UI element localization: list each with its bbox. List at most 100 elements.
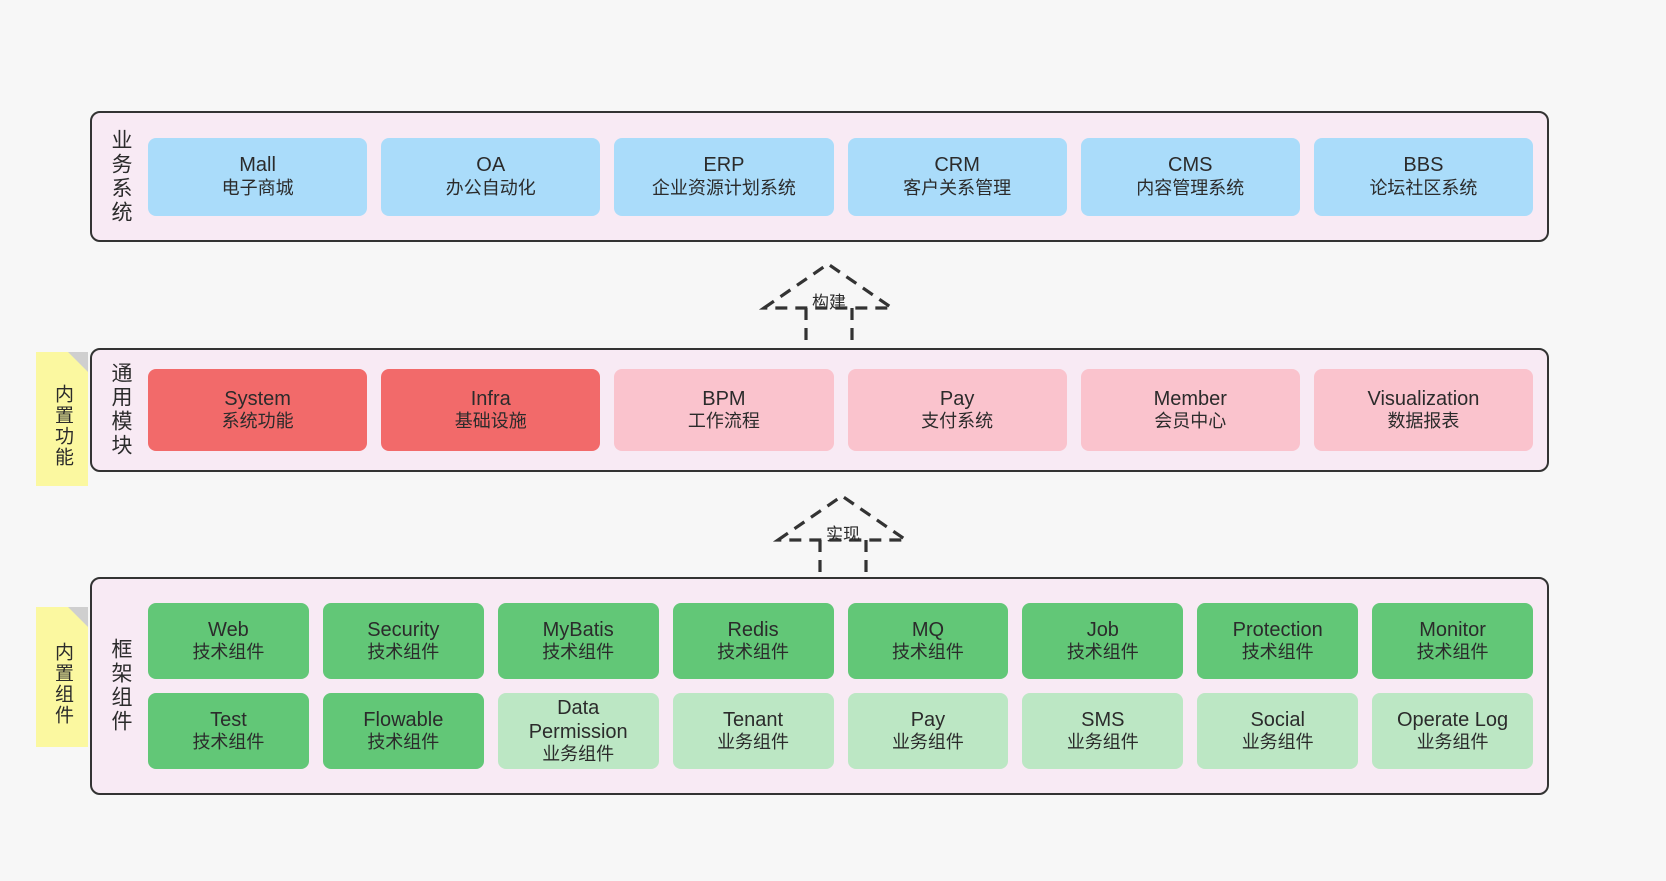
card-protection[interactable]: Protection 技术组件 bbox=[1197, 603, 1359, 679]
card-subtitle: 技术组件 bbox=[367, 732, 440, 753]
card-bbs[interactable]: BBS 论坛社区系统 bbox=[1313, 137, 1534, 216]
card-redis[interactable]: Redis 技术组件 bbox=[672, 603, 834, 679]
card-title: Infra bbox=[470, 387, 511, 410]
card-mybatis[interactable]: MyBatis 技术组件 bbox=[497, 603, 659, 679]
card-subtitle: 技术组件 bbox=[192, 642, 265, 663]
card-subtitle: 业务组件 bbox=[542, 744, 615, 765]
card-job[interactable]: Job 技术组件 bbox=[1022, 603, 1184, 679]
card-title: Test bbox=[210, 708, 247, 731]
note-fold-corner-icon bbox=[68, 607, 88, 627]
sticky-note-label: 内置组件 bbox=[51, 642, 73, 726]
card-title: Monitor bbox=[1419, 618, 1486, 641]
card-subtitle: 业务组件 bbox=[1416, 732, 1489, 753]
layer-body-business-system: Mall 电子商城 OA 办公自动化 ERP 企业资源计划系统 CRM 客户关系… bbox=[148, 113, 1547, 240]
card-title: CRM bbox=[934, 154, 980, 177]
card-title: Protection bbox=[1232, 618, 1323, 641]
card-title: Security bbox=[367, 618, 440, 641]
card-flowable[interactable]: Flowable 技术组件 bbox=[322, 693, 484, 769]
card-title: Redis bbox=[727, 618, 779, 641]
card-title: BBS bbox=[1403, 154, 1444, 177]
card-crm[interactable]: CRM 客户关系管理 bbox=[847, 137, 1067, 216]
card-web[interactable]: Web 技术组件 bbox=[148, 603, 309, 679]
card-subtitle: 业务组件 bbox=[717, 732, 790, 753]
card-subtitle: 技术组件 bbox=[367, 642, 440, 663]
layer-title-business-system: 业务系统 bbox=[92, 113, 148, 240]
card-monitor[interactable]: Monitor 技术组件 bbox=[1372, 603, 1533, 679]
card-subtitle: 技术组件 bbox=[192, 732, 265, 753]
card-infra[interactable]: Infra 基础设施 bbox=[381, 369, 601, 451]
sticky-note-builtin-components: 内置组件 bbox=[36, 607, 88, 747]
card-title: Pay bbox=[910, 708, 946, 731]
card-title: Flowable bbox=[363, 708, 444, 731]
card-title: CMS bbox=[1168, 154, 1213, 177]
card-mq[interactable]: MQ 技术组件 bbox=[847, 603, 1009, 679]
card-security[interactable]: Security 技术组件 bbox=[322, 603, 484, 679]
layer-title-text: 业务系统 bbox=[109, 128, 133, 225]
layer-title-common-modules: 通用模块 bbox=[92, 350, 148, 470]
card-test[interactable]: Test 技术组件 bbox=[148, 693, 309, 769]
card-pay-component[interactable]: Pay 业务组件 bbox=[847, 693, 1009, 769]
card-subtitle: 业务组件 bbox=[1241, 732, 1314, 753]
card-oa[interactable]: OA 办公自动化 bbox=[381, 137, 601, 216]
card-subtitle: 论坛社区系统 bbox=[1369, 177, 1478, 198]
layer-body-framework-components: Web 技术组件 Security 技术组件 MyBatis 技术组件 Redi… bbox=[148, 579, 1547, 793]
card-pay-module[interactable]: Pay 支付系统 bbox=[847, 369, 1067, 451]
note-fold-corner-icon bbox=[68, 352, 88, 372]
card-title: MyBatis bbox=[542, 618, 614, 641]
card-title: MQ bbox=[911, 618, 945, 641]
card-subtitle: 系统功能 bbox=[221, 411, 294, 432]
card-subtitle: 电子商城 bbox=[221, 177, 294, 198]
card-subtitle: 技术组件 bbox=[542, 642, 615, 663]
card-erp[interactable]: ERP 企业资源计划系统 bbox=[614, 137, 834, 216]
card-subtitle: 技术组件 bbox=[1241, 642, 1314, 663]
card-title: Data Permission bbox=[528, 696, 628, 744]
card-visualization[interactable]: Visualization 数据报表 bbox=[1313, 369, 1534, 451]
layer-title-text: 通用模块 bbox=[109, 362, 133, 458]
card-mall[interactable]: Mall 电子商城 bbox=[148, 137, 368, 216]
card-subtitle: 数据报表 bbox=[1387, 411, 1460, 432]
card-title: Member bbox=[1153, 387, 1227, 410]
card-operate-log[interactable]: Operate Log 业务组件 bbox=[1372, 693, 1533, 769]
layer-common-modules: 通用模块 System 系统功能 Infra 基础设施 BPM 工作流程 Pay bbox=[90, 348, 1549, 472]
card-member[interactable]: Member 会员中心 bbox=[1080, 369, 1300, 451]
connector-build-label: 构建 bbox=[812, 293, 846, 312]
connector-tail-icon bbox=[804, 308, 854, 350]
card-subtitle: 技术组件 bbox=[717, 642, 790, 663]
layer-title-framework-components: 框架组件 bbox=[92, 579, 148, 793]
card-subtitle: 业务组件 bbox=[1066, 732, 1139, 753]
layer-body-common-modules: System 系统功能 Infra 基础设施 BPM 工作流程 Pay 支付系统… bbox=[148, 350, 1547, 470]
card-row: System 系统功能 Infra 基础设施 BPM 工作流程 Pay 支付系统… bbox=[148, 369, 1534, 451]
card-subtitle: 会员中心 bbox=[1154, 411, 1227, 432]
card-subtitle: 企业资源计划系统 bbox=[651, 177, 796, 198]
card-sms[interactable]: SMS 业务组件 bbox=[1022, 693, 1184, 769]
card-title: Web bbox=[208, 618, 249, 641]
card-subtitle: 技术组件 bbox=[1416, 642, 1489, 663]
connector-build: 构建 bbox=[756, 258, 936, 350]
card-social[interactable]: Social 业务组件 bbox=[1197, 693, 1359, 769]
card-title: Pay bbox=[939, 387, 975, 410]
card-row: Mall 电子商城 OA 办公自动化 ERP 企业资源计划系统 CRM 客户关系… bbox=[148, 137, 1534, 216]
connector-build-shape bbox=[758, 262, 898, 350]
sticky-note-builtin-features: 内置功能 bbox=[36, 352, 88, 486]
card-title: Visualization bbox=[1367, 387, 1480, 410]
card-row-technical: Web 技术组件 Security 技术组件 MyBatis 技术组件 Redi… bbox=[148, 603, 1533, 679]
card-title: Mall bbox=[239, 154, 276, 177]
card-data-permission[interactable]: Data Permission 业务组件 bbox=[497, 693, 659, 769]
card-title: Social bbox=[1250, 708, 1305, 731]
card-subtitle: 内容管理系统 bbox=[1136, 177, 1245, 198]
card-subtitle: 基础设施 bbox=[454, 411, 527, 432]
card-tenant[interactable]: Tenant 业务组件 bbox=[672, 693, 834, 769]
card-cms[interactable]: CMS 内容管理系统 bbox=[1080, 137, 1300, 216]
card-bpm[interactable]: BPM 工作流程 bbox=[614, 369, 834, 451]
card-row-business: Test 技术组件 Flowable 技术组件 Data Permission … bbox=[148, 693, 1533, 769]
card-subtitle: 技术组件 bbox=[1066, 642, 1139, 663]
card-title: Operate Log bbox=[1396, 708, 1509, 731]
card-subtitle: 工作流程 bbox=[687, 411, 760, 432]
layer-business-system: 业务系统 Mall 电子商城 OA 办公自动化 ERP 企业资源计划系统 CRM bbox=[90, 111, 1549, 242]
layer-framework-components: 框架组件 Web 技术组件 Security 技术组件 MyBatis 技术组件… bbox=[90, 577, 1549, 795]
card-system[interactable]: System 系统功能 bbox=[148, 369, 368, 451]
card-subtitle: 技术组件 bbox=[891, 642, 964, 663]
connector-implement: 实现 bbox=[770, 490, 950, 578]
card-subtitle: 客户关系管理 bbox=[903, 177, 1012, 198]
